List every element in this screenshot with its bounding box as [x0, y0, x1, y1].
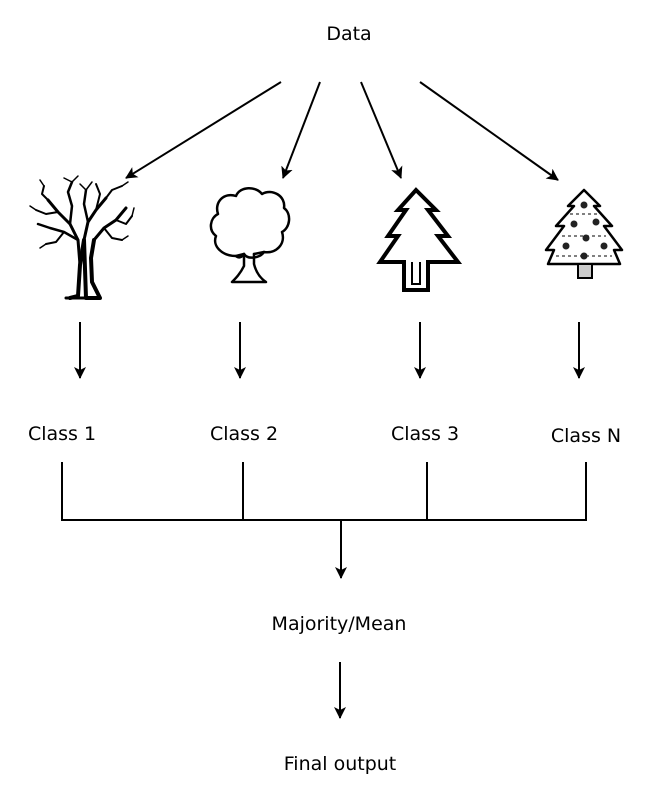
- bare-tree-icon: [29, 175, 135, 300]
- christmas-tree-icon: [544, 188, 624, 279]
- final-output-label: Final output: [284, 753, 397, 775]
- arrow-data-to-tree-3: [360, 81, 403, 179]
- arrow-data-to-tree-4: [419, 81, 559, 181]
- pine-tree-icon: [376, 187, 463, 292]
- class-1-label: Class 1: [28, 423, 96, 445]
- arrow-data-to-tree-1: [125, 81, 282, 179]
- data-label: Data: [326, 23, 371, 45]
- round-tree-icon: [209, 187, 291, 284]
- ornament-dots: [562, 201, 608, 260]
- class-n-label: Class N: [551, 425, 621, 447]
- class-2-label: Class 2: [210, 423, 278, 445]
- class-3-label: Class 3: [391, 423, 459, 445]
- class-aggregation-bracket: [61, 462, 587, 521]
- aggregation-label: Majority/Mean: [272, 613, 407, 635]
- arrow-data-to-tree-2: [281, 81, 321, 179]
